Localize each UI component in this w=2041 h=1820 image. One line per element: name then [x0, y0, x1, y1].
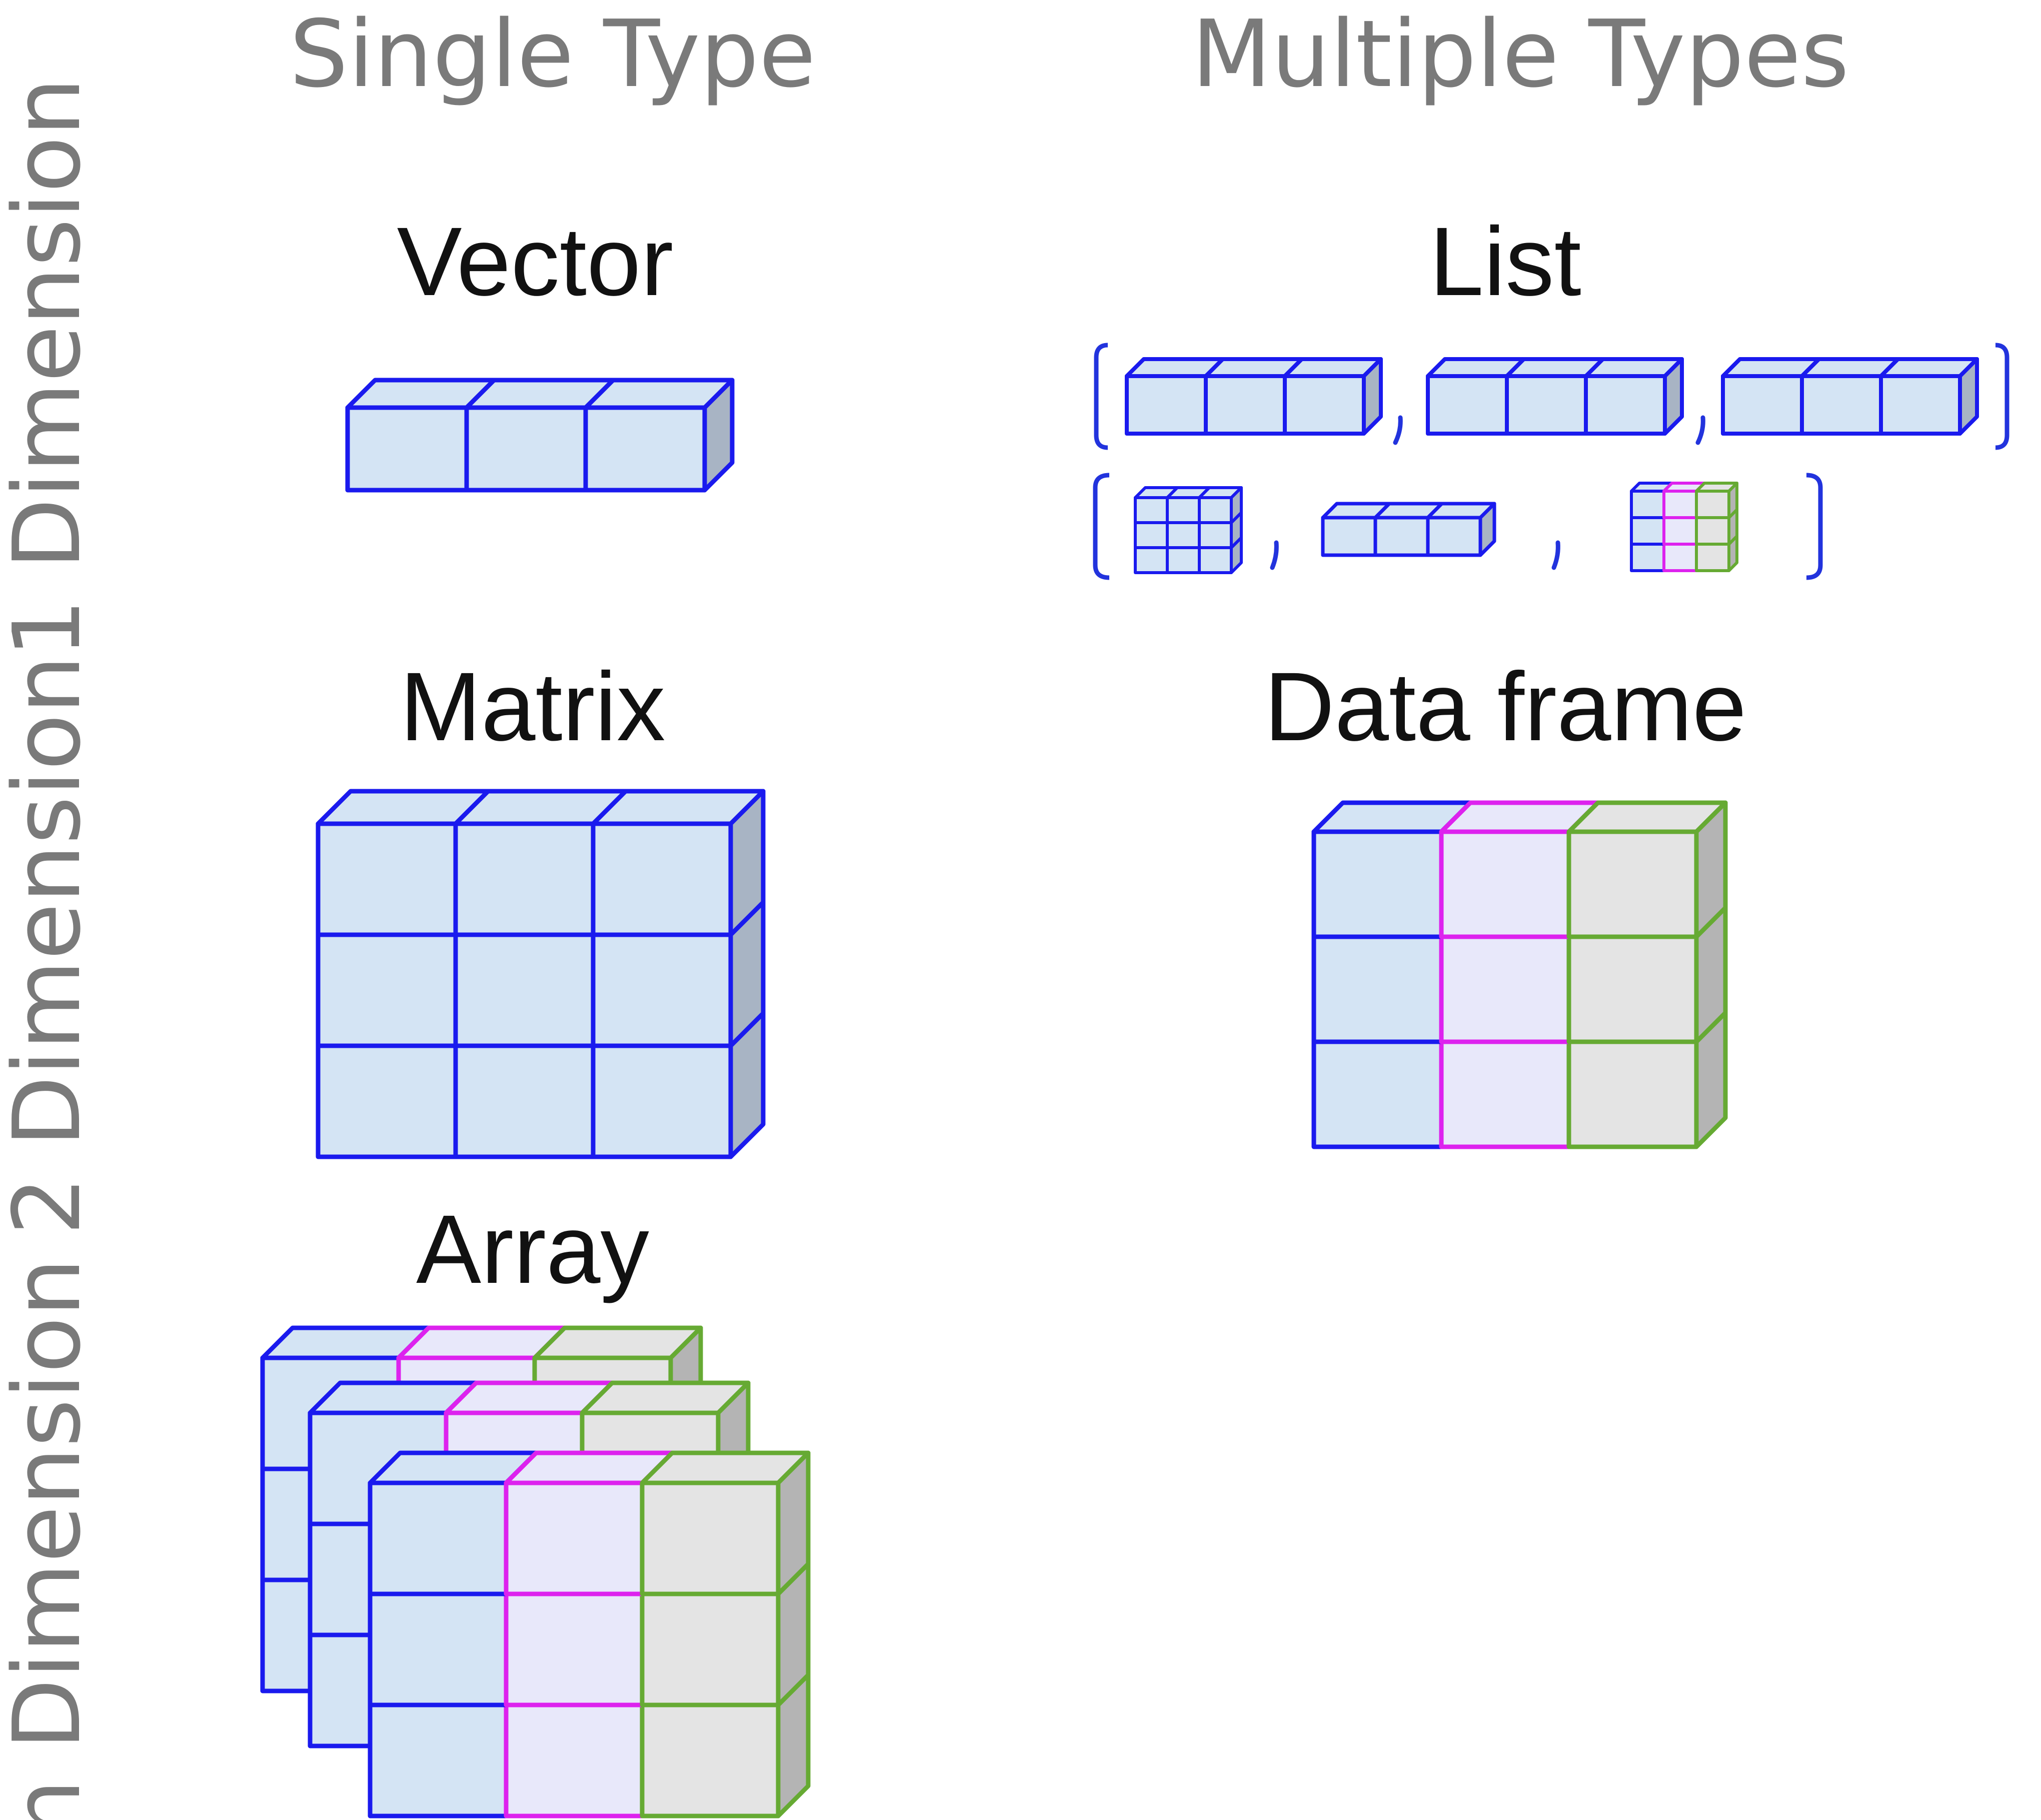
cube-front-face: [1566, 934, 1699, 1044]
row-header-2-dimension: 2 Dimension: [0, 655, 101, 1235]
matrix-cubes: [316, 789, 766, 1159]
cube-front-face: [1439, 829, 1571, 939]
cube-front-face: [591, 821, 733, 937]
cube-front-face: [1426, 516, 1482, 557]
cube-front-face: [504, 1591, 645, 1707]
cube-blue: [1426, 502, 1496, 557]
cube-front-face: [453, 932, 596, 1048]
cube-front-face: [1134, 546, 1169, 574]
label-matrix: Matrix: [400, 652, 666, 761]
cube-front-face: [640, 1480, 781, 1596]
cube-front-face: [1321, 516, 1377, 557]
cube-front-face: [1198, 496, 1233, 524]
cube-front-face: [345, 405, 469, 493]
cube-green: [640, 1450, 811, 1596]
cube-front-face: [1879, 374, 1962, 436]
cube-blue: [1198, 486, 1243, 524]
cube-front-face: [1166, 496, 1201, 524]
cube-front-face: [316, 821, 458, 937]
cube-front-face: [1125, 374, 1208, 436]
label-vector: Vector: [397, 207, 674, 316]
cube-front-face: [368, 1480, 509, 1596]
cube-front-face: [1134, 521, 1169, 549]
cube-front-face: [1695, 543, 1730, 572]
row-header-1-dimension: 1 Dimension: [0, 78, 101, 658]
cube-front-face: [1373, 516, 1430, 557]
cube-front-face: [1630, 516, 1665, 546]
cube-front-face: [504, 1702, 645, 1818]
data-frame-cubes: [1311, 800, 1728, 1149]
vector-cubes: [345, 378, 735, 493]
label-list: List: [1429, 207, 1581, 316]
cube-front-face: [504, 1480, 645, 1596]
label-array: Array: [416, 1195, 649, 1304]
cube-front-face: [1311, 1039, 1444, 1149]
cube-front-face: [316, 1043, 458, 1159]
cube-front-face: [1311, 934, 1444, 1044]
cube-front-face: [453, 1043, 596, 1159]
cube-front-face: [1662, 490, 1698, 519]
cube-front-face: [1695, 516, 1730, 546]
cube-blue: [1584, 357, 1684, 436]
cube-front-face: [640, 1591, 781, 1707]
cube-front-face: [1566, 1039, 1699, 1149]
list-row-1-brackets: [1094, 343, 2009, 450]
cube-front-face: [640, 1702, 781, 1818]
cube-front-face: [1439, 934, 1571, 1044]
cube-front-face: [1505, 374, 1588, 436]
cube-front-face: [1584, 374, 1667, 436]
list-row-2-brackets: [1093, 473, 1823, 580]
cube-front-face: [1166, 521, 1201, 549]
cube-front-face: [1204, 374, 1287, 436]
cube-blue: [1879, 357, 1979, 436]
cube-front-face: [1198, 546, 1233, 574]
cube-green: [1566, 800, 1728, 939]
cube-front-face: [453, 821, 596, 937]
cube-front-face: [1426, 374, 1509, 436]
cube-front-face: [1695, 490, 1730, 519]
cube-front-face: [1630, 490, 1665, 519]
column-header-multiple-types: Multiple Types: [1192, 0, 1849, 108]
cube-front-face: [464, 405, 588, 493]
cube-blue: [1283, 357, 1383, 436]
cube-front-face: [1630, 543, 1665, 572]
cube-front-face: [591, 932, 733, 1048]
cube-green: [1695, 482, 1738, 519]
cube-front-face: [1439, 1039, 1571, 1149]
cube-front-face: [1283, 374, 1366, 436]
row-header-n-dimension: n Dimension: [0, 1258, 101, 1820]
cube-front-face: [591, 1043, 733, 1159]
cube-front-face: [1662, 516, 1698, 546]
cube-blue: [583, 378, 735, 493]
cube-front-face: [1166, 546, 1201, 574]
cube-front-face: [1134, 496, 1169, 524]
cube-front-face: [1311, 829, 1444, 939]
cube-front-face: [1721, 374, 1804, 436]
cube-front-face: [1198, 521, 1233, 549]
cube-blue: [1505, 357, 1605, 436]
cube-blue: [591, 789, 766, 937]
cube-front-face: [1800, 374, 1883, 436]
label-data-frame: Data frame: [1264, 652, 1747, 761]
cube-front-face: [368, 1591, 509, 1707]
cube-front-face: [1566, 829, 1699, 939]
list-cubes: [1125, 357, 1979, 574]
cube-front-face: [316, 932, 458, 1048]
cube-front-face: [368, 1702, 509, 1818]
cube-front-face: [583, 405, 707, 493]
cube-front-face: [1662, 543, 1698, 572]
column-header-single-type: Single Type: [290, 0, 816, 108]
array-cubes: [260, 1325, 811, 1818]
